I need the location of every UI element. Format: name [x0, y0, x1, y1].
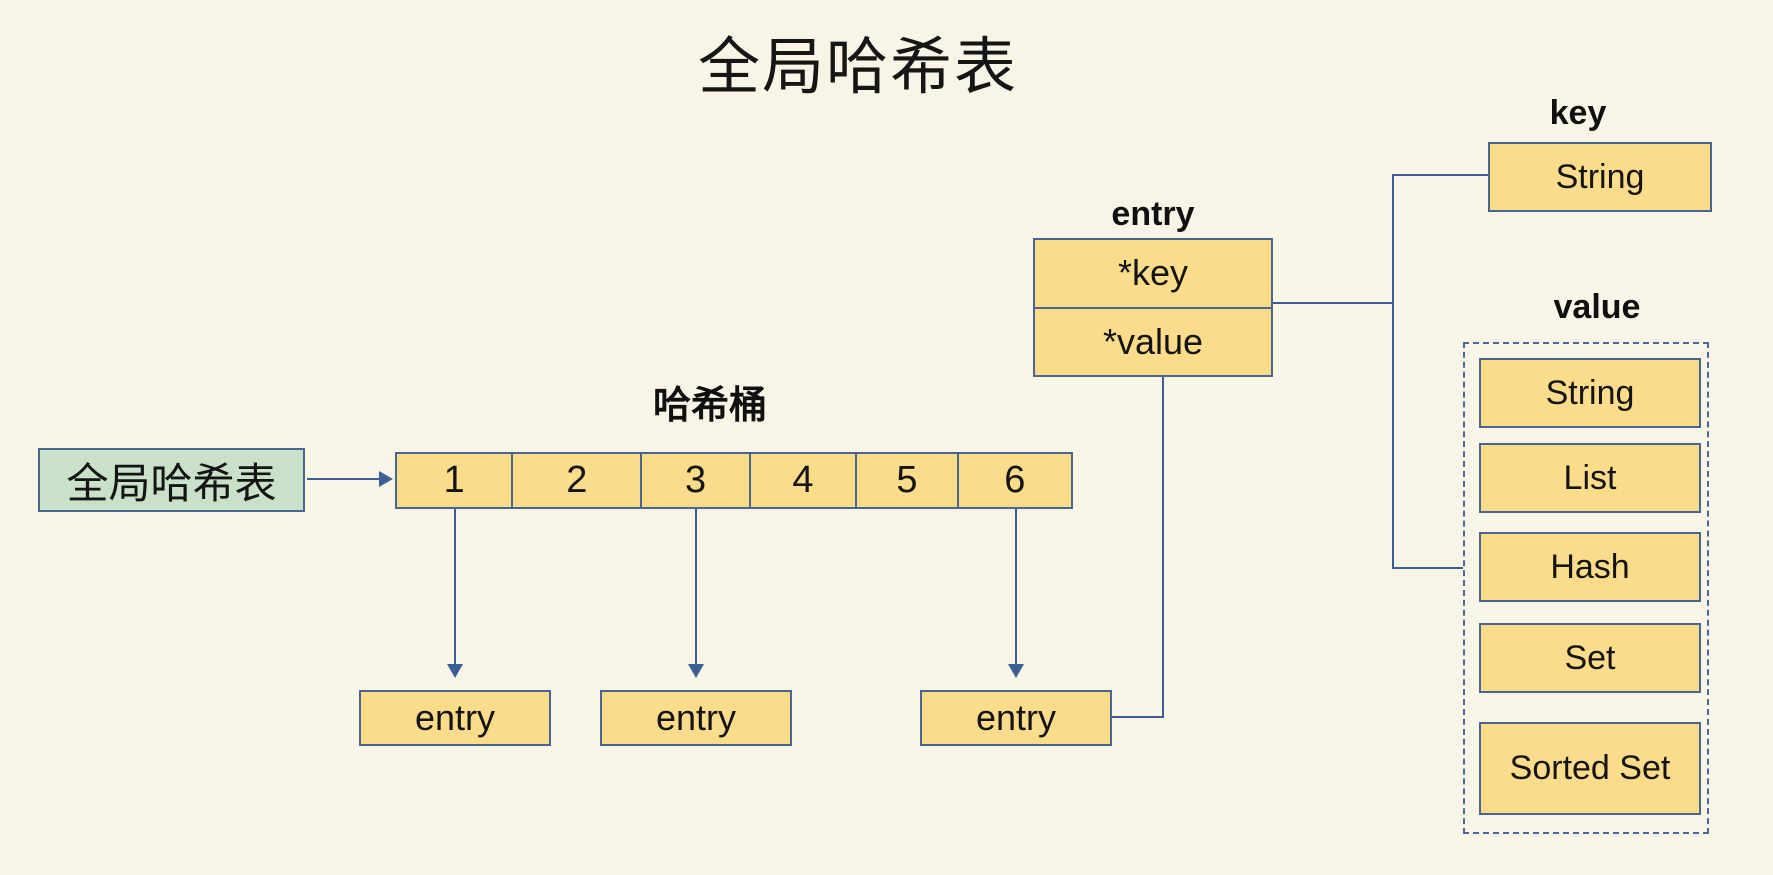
- value-types-group: [1463, 342, 1709, 834]
- bucket6-arrowhead-icon: [1008, 664, 1024, 678]
- value-type-sorted-set: Sorted Set: [1479, 722, 1701, 815]
- bucket-cell-4: 4: [748, 454, 855, 507]
- entry-node-2: entry: [600, 690, 792, 746]
- value-type-list-label: List: [1563, 458, 1617, 497]
- bucket-cell-3: 3: [640, 454, 748, 507]
- bucket-cell-1: 1: [443, 459, 465, 501]
- bucket3-arrow-line: [695, 509, 697, 665]
- value-type-set: Set: [1479, 623, 1701, 693]
- key-value-trunk-vline: [1392, 174, 1394, 569]
- global-hash-table-label: 全局哈希表: [66, 459, 277, 507]
- global-hash-table-node: 全局哈希表: [38, 448, 305, 512]
- global-to-bucket-arrowhead-icon: [379, 471, 393, 487]
- bucket1-arrowhead-icon: [447, 664, 463, 678]
- value-type-hash: Hash: [1479, 532, 1701, 602]
- bucket-cell-6: 6: [956, 454, 1071, 507]
- value-type-sorted-set-label: Sorted Set: [1509, 749, 1671, 787]
- hash-bucket-array: 1 2 3 4 5 6: [395, 452, 1073, 509]
- trunk-to-key-hline: [1392, 174, 1488, 176]
- entry-node-3: entry: [920, 690, 1112, 746]
- global-to-bucket-arrow-line: [307, 478, 379, 480]
- entry3-to-value-vline: [1162, 377, 1164, 718]
- value-type-string-label: String: [1545, 373, 1635, 412]
- entry-struct-key-field: *key: [1035, 240, 1271, 309]
- diagram-title: 全局哈希表: [697, 33, 1018, 102]
- value-type-string: String: [1479, 358, 1701, 428]
- entry-struct-value-field: *value: [1102, 320, 1204, 362]
- bucket6-arrow-line: [1015, 509, 1017, 665]
- key-type-box: String: [1488, 142, 1712, 212]
- key-section-label: key: [1549, 94, 1607, 132]
- entry-node-1-label: entry: [414, 697, 496, 738]
- bucket-section-label: 哈希桶: [652, 385, 767, 427]
- bucket1-arrow-line: [454, 509, 456, 665]
- entry-node-3-label: entry: [975, 697, 1057, 738]
- bucket-cell-2: 2: [511, 454, 640, 507]
- value-type-list: List: [1479, 443, 1701, 513]
- trunk-to-value-hline: [1392, 567, 1463, 569]
- bucket-cell-5: 5: [855, 454, 957, 507]
- key-type-label: String: [1555, 157, 1645, 196]
- entry-struct-label: entry: [1111, 195, 1195, 233]
- value-section-label: value: [1553, 288, 1641, 326]
- value-type-hash-label: Hash: [1550, 547, 1630, 586]
- entry-node-2-label: entry: [655, 697, 737, 738]
- struct-to-trunk-hline: [1273, 302, 1394, 304]
- value-type-set-label: Set: [1564, 638, 1616, 677]
- entry3-to-value-hline: [1112, 716, 1164, 718]
- bucket3-arrowhead-icon: [688, 664, 704, 678]
- entry-struct: *key *value: [1033, 238, 1273, 377]
- entry-node-1: entry: [359, 690, 551, 746]
